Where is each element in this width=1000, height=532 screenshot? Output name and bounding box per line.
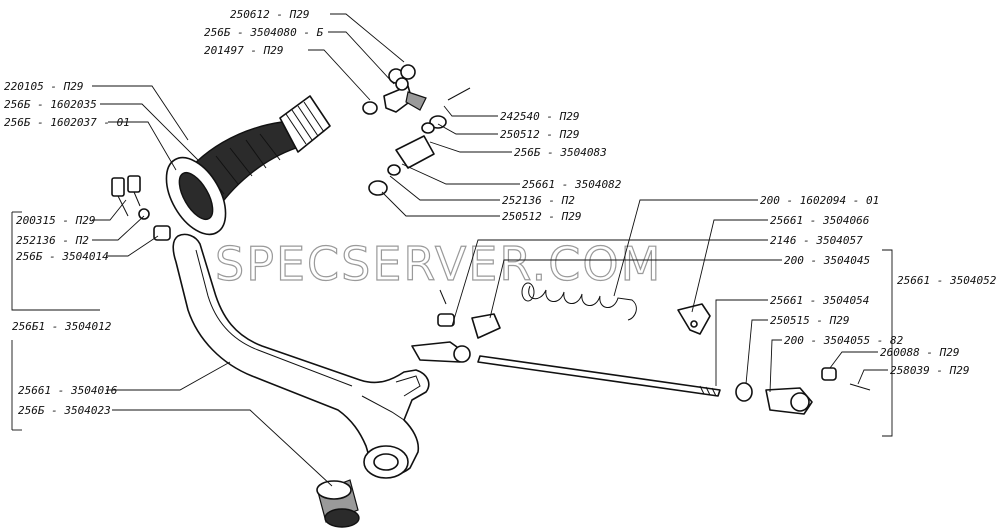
callout-220105: 220105 - П29 (4, 80, 83, 93)
pedal-lever (172, 233, 430, 479)
callout-200-1602094-01: 200 - 1602094 - 01 (760, 194, 879, 207)
callout-258039: 258039 - П29 (890, 364, 969, 377)
watermark: SPECSERVER.COM (215, 237, 662, 291)
callout-250512-b: 250512 - П29 (502, 210, 581, 223)
callout-2566-3504023: 256Б - 3504023 (18, 404, 111, 417)
callout-25661-3504016: 25661 - 3504016 (18, 384, 118, 397)
left-bolts (111, 175, 171, 241)
rubber-boot (165, 121, 298, 236)
callout-260088: 260088 - П29 (880, 346, 959, 359)
callout-252136-left: 252136 - П2 (16, 234, 89, 247)
callout-25661-3504082: 25661 - 3504082 (522, 178, 622, 191)
callout-25661-3504052: 25661 - 3504052 (897, 274, 997, 287)
callout-2566-1602037-01: 256Б - 1602037 - 01 (4, 116, 130, 129)
pedal-pad (279, 95, 331, 153)
callout-200-3504055-82: 200 - 3504055 - 82 (784, 334, 904, 347)
pedal-bushing (316, 479, 360, 528)
callout-201497: 201497 - П29 (204, 44, 283, 57)
push-rod (477, 355, 721, 397)
callout-256b1-3504012: 256Б1 - 3504012 (12, 320, 112, 333)
bracket-plate (677, 303, 711, 335)
callout-250612: 250612 - П29 (230, 8, 309, 21)
callout-25661-3504054: 25661 - 3504054 (770, 294, 869, 307)
callout-2566-3504014: 256Б - 3504014 (16, 250, 109, 263)
callout-2566-1602035: 256Б - 1602035 (4, 98, 97, 111)
leader-lines (11, 13, 893, 487)
return-spring (521, 282, 637, 321)
callout-2146-3504057: 2146 - 3504057 (770, 234, 863, 247)
callout-250515: 250515 - П29 (770, 314, 849, 327)
callout-200-3504045: 200 - 3504045 (784, 254, 870, 267)
callout-200315: 200315 - П29 (16, 214, 95, 227)
top-linkage (362, 64, 471, 196)
callout-242540: 242540 - П29 (500, 110, 579, 123)
callout-250512-a: 250512 - П29 (500, 128, 579, 141)
callout-252136-right: 252136 - П2 (502, 194, 575, 207)
right-clevis (735, 367, 871, 415)
callout-2566-3504080-b: 256Б - 3504080 - Б (204, 26, 324, 39)
callout-labels: 250612 - П29 256Б - 3504080 - Б 201497 -… (4, 8, 997, 417)
rod-clevis (411, 289, 501, 363)
callout-25661-3504066: 25661 - 3504066 (770, 214, 870, 227)
callout-2566-3504083: 256Б - 3504083 (514, 146, 607, 159)
